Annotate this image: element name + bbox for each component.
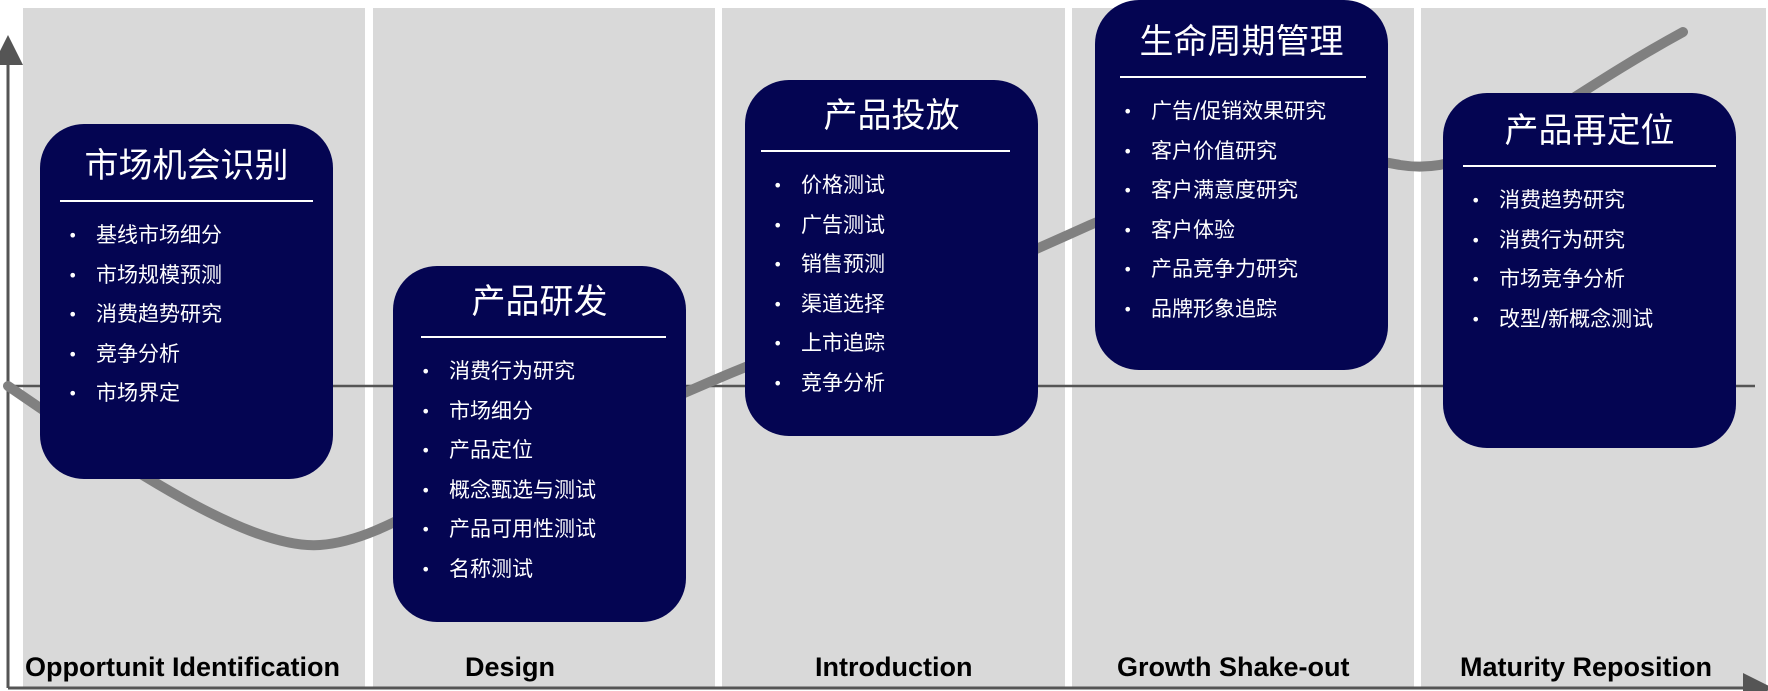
list-item: 产品可用性测试 [421, 510, 686, 550]
stage-title: 生命周期管理 [1139, 22, 1344, 62]
list-item: 市场界定 [68, 374, 333, 414]
list-item: 消费趋势研究 [68, 295, 333, 335]
stage-box-growth: 生命周期管理 广告/促销效果研究 客户价值研究 客户满意度研究 客户体验 产品竞… [1095, 0, 1388, 370]
stage-label-growth: Growth Shake-out [1117, 652, 1350, 682]
stage-item-list: 广告/促销效果研究 客户价值研究 客户满意度研究 客户体验 产品竞争力研究 品牌… [1095, 92, 1388, 329]
stage-title: 市场机会识别 [84, 146, 289, 186]
list-item: 消费行为研究 [421, 352, 686, 392]
list-item: 价格测试 [773, 166, 1038, 206]
list-item: 市场规模预测 [68, 256, 333, 296]
list-item: 消费趋势研究 [1471, 181, 1736, 221]
list-item: 改型/新概念测试 [1471, 300, 1736, 340]
list-item: 竞争分析 [773, 364, 1038, 404]
title-divider [761, 150, 1010, 152]
list-item: 名称测试 [421, 550, 686, 590]
list-item: 广告测试 [773, 206, 1038, 246]
list-item: 市场细分 [421, 392, 686, 432]
list-item: 客户满意度研究 [1123, 171, 1388, 211]
list-item: 品牌形象追踪 [1123, 290, 1388, 330]
list-item: 概念甄选与测试 [421, 471, 686, 511]
stage-title: 产品再定位 [1504, 111, 1675, 151]
list-item: 市场竞争分析 [1471, 260, 1736, 300]
list-item: 销售预测 [773, 245, 1038, 285]
stage-label-maturity: Maturity Reposition [1460, 652, 1713, 682]
list-item: 客户价值研究 [1123, 132, 1388, 172]
stage-title: 产品研发 [471, 282, 608, 322]
stage-label-introduction: Introduction [815, 652, 973, 682]
stage-item-list: 消费趋势研究 消费行为研究 市场竞争分析 改型/新概念测试 [1443, 181, 1736, 339]
stage-item-list: 基线市场细分 市场规模预测 消费趋势研究 竞争分析 市场界定 [40, 216, 333, 414]
list-item: 上市追踪 [773, 324, 1038, 364]
list-item: 竞争分析 [68, 335, 333, 375]
stage-box-maturity: 产品再定位 消费趋势研究 消费行为研究 市场竞争分析 改型/新概念测试 [1443, 93, 1736, 448]
title-divider [421, 336, 666, 338]
list-item: 消费行为研究 [1471, 221, 1736, 261]
title-divider [60, 200, 313, 202]
stage-box-opportunity: 市场机会识别 基线市场细分 市场规模预测 消费趋势研究 竞争分析 市场界定 [40, 124, 333, 479]
stage-item-list: 价格测试 广告测试 销售预测 渠道选择 上市追踪 竞争分析 [745, 166, 1038, 403]
list-item: 客户体验 [1123, 211, 1388, 251]
title-divider [1463, 165, 1716, 167]
stage-box-introduction: 产品投放 价格测试 广告测试 销售预测 渠道选择 上市追踪 竞争分析 [745, 80, 1038, 436]
list-item: 基线市场细分 [68, 216, 333, 256]
stage-item-list: 消费行为研究 市场细分 产品定位 概念甄选与测试 产品可用性测试 名称测试 [393, 352, 686, 589]
list-item: 渠道选择 [773, 285, 1038, 325]
stage-label-opportunity: Opportunit Identification [25, 652, 340, 682]
title-divider [1120, 76, 1366, 78]
list-item: 产品竞争力研究 [1123, 250, 1388, 290]
stage-label-design: Design [465, 652, 556, 682]
list-item: 产品定位 [421, 431, 686, 471]
list-item: 广告/促销效果研究 [1123, 92, 1388, 132]
stage-title: 产品投放 [823, 96, 960, 136]
stage-box-design: 产品研发 消费行为研究 市场细分 产品定位 概念甄选与测试 产品可用性测试 名称… [393, 266, 686, 622]
